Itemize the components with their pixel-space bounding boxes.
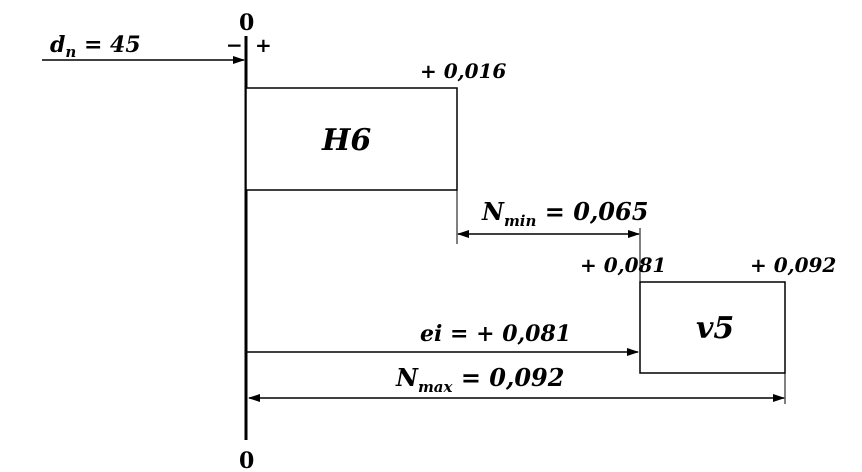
hole-zone-name: H6 (321, 123, 371, 158)
nominal-symbol: d (50, 32, 65, 58)
n-min-subscript: min (504, 212, 536, 230)
plus-sign: + (255, 33, 272, 57)
n-max-label: Nmax = 0,092 (395, 363, 564, 396)
n-max-subscript: max (418, 378, 454, 396)
n-min-value: = 0,065 (536, 197, 648, 226)
n-max-value: = 0,092 (452, 363, 564, 392)
zero-label-bottom: 0 (239, 448, 254, 472)
n-min-symbol: N (481, 197, 505, 226)
ei-label: ei = + 0,081 (420, 321, 571, 347)
n-max-symbol: N (395, 363, 419, 392)
n-min-label: Nmin = 0,065 (481, 197, 648, 230)
nominal-subscript: n (65, 43, 76, 61)
zero-label-top: 0 (239, 10, 254, 36)
shaft-zone-rect (639, 281, 786, 374)
nominal-value: = 45 (76, 32, 140, 58)
shaft-upper-deviation: + 0,092 (750, 253, 836, 277)
hole-zone-rect (245, 87, 458, 191)
shaft-lower-deviation: + 0,081 (580, 253, 666, 277)
hole-upper-deviation: + 0,016 (420, 59, 506, 83)
shaft-zone-name: v5 (696, 311, 734, 346)
minus-sign: − (226, 33, 243, 57)
nominal-diameter-label: dn = 45 (50, 32, 141, 61)
